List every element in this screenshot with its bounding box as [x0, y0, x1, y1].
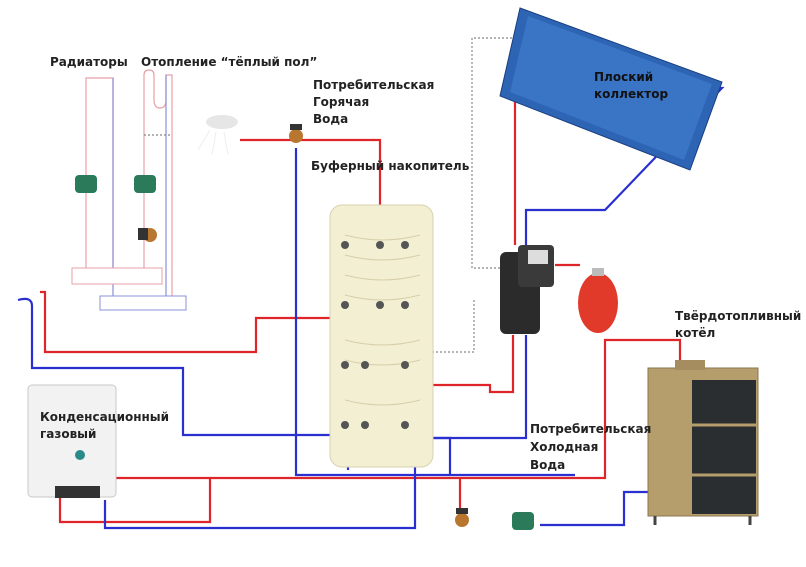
- radiator-loop: [85, 77, 114, 300]
- label-floor-heating: Отопление “тёплый пол”: [141, 55, 317, 69]
- label-buffer-tank: Буферный накопитель: [311, 159, 470, 173]
- manifold: [71, 267, 187, 311]
- label-collector-2: коллектор: [594, 87, 668, 101]
- label-cold-water-2: Холодная: [530, 440, 598, 454]
- shower-head-icon: [197, 115, 238, 156]
- buffer-tank: [329, 204, 434, 468]
- label-collector-1: Плоский: [594, 70, 653, 84]
- label-hot-water-1: Потребительская: [313, 78, 434, 92]
- expansion-tank: [578, 268, 618, 333]
- label-hot-water-3: Вода: [313, 112, 348, 126]
- mixing-valves: [138, 124, 469, 527]
- label-gas-boiler-1: Конденсационный: [40, 410, 169, 424]
- label-gas-boiler-2: газовый: [40, 427, 96, 441]
- label-cold-water-3: Вода: [530, 458, 565, 472]
- solar-collector: [499, 7, 723, 171]
- label-solid-boiler-2: котёл: [675, 326, 715, 340]
- solid-fuel-boiler: [647, 360, 759, 525]
- solar-pump-station: [500, 245, 554, 334]
- label-solid-boiler-1: Твёрдотопливный: [675, 309, 801, 323]
- gas-boiler: [27, 384, 117, 498]
- label-radiators: Радиаторы: [50, 55, 128, 69]
- circulation-pumps: [75, 175, 534, 530]
- label-hot-water-2: Горячая: [313, 95, 369, 109]
- floor-heating-loop: [143, 69, 173, 300]
- sensor-line-collector: [471, 37, 520, 269]
- label-cold-water-1: Потребительская: [530, 422, 651, 436]
- cold-pipes: [17, 86, 725, 530]
